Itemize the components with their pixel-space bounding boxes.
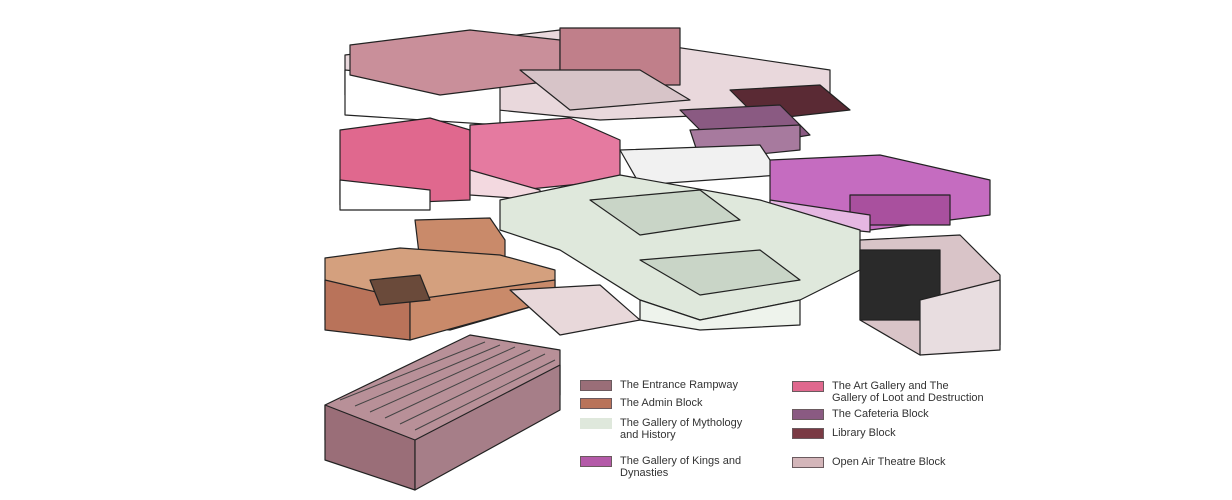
legend-label: Open Air Theatre Block bbox=[832, 456, 946, 468]
legend-label: The Art Gallery and The Gallery of Loot … bbox=[832, 380, 984, 404]
gallery-of-mythology-block bbox=[499, 174, 861, 331]
legend-label: The Admin Block bbox=[620, 397, 703, 409]
legend-item-mythology-gallery: The Gallery of Mythology and History bbox=[580, 417, 742, 441]
legend-swatch bbox=[580, 456, 612, 467]
legend-label: Library Block bbox=[832, 427, 896, 439]
legend-label: The Entrance Rampway bbox=[620, 379, 738, 391]
legend-item-admin-block: The Admin Block bbox=[580, 397, 703, 409]
legend-item-library: Library Block bbox=[792, 427, 896, 439]
entrance-rampway bbox=[324, 334, 561, 491]
legend-label: The Gallery of Mythology and History bbox=[620, 417, 743, 441]
legend-swatch bbox=[792, 381, 824, 392]
legend-item-kings-gallery: The Gallery of Kings and Dynasties bbox=[580, 455, 741, 479]
lower-courtyard bbox=[509, 284, 641, 336]
legend-swatch bbox=[792, 428, 824, 439]
legend-swatch bbox=[580, 418, 612, 429]
admin-block bbox=[324, 217, 556, 341]
art-gallery-block bbox=[339, 117, 621, 211]
legend-swatch bbox=[580, 398, 612, 409]
legend-label: The Cafeteria Block bbox=[832, 408, 929, 420]
legend-item-open-air-theatre: Open Air Theatre Block bbox=[792, 456, 946, 468]
gallery-of-kings-block bbox=[769, 154, 991, 233]
service-block bbox=[859, 234, 1001, 356]
legend-item-cafeteria: The Cafeteria Block bbox=[792, 408, 929, 420]
open-air-theatre-block bbox=[344, 27, 831, 126]
legend-label: The Gallery of Kings and Dynasties bbox=[620, 455, 742, 479]
legend-swatch bbox=[792, 457, 824, 468]
legend-swatch bbox=[580, 380, 612, 391]
legend-item-entrance-rampway: The Entrance Rampway bbox=[580, 379, 738, 391]
legend-swatch bbox=[792, 409, 824, 420]
legend-item-art-gallery: The Art Gallery and The Gallery of Loot … bbox=[792, 380, 984, 404]
